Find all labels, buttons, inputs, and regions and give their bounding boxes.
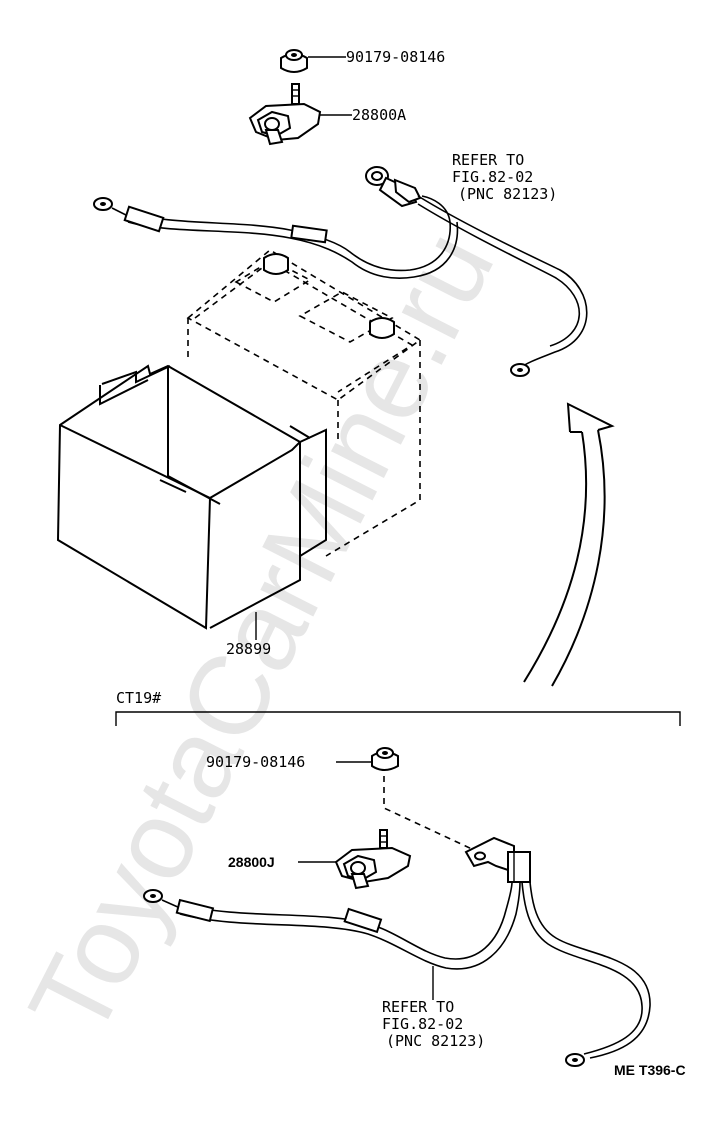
figure-code-label: ME T396-C bbox=[614, 1062, 686, 1078]
nut-part-label: 90179-08146 bbox=[346, 48, 445, 66]
watermark: ToyotaCarMine.ru bbox=[5, 212, 518, 1056]
curved-arrow-icon bbox=[523, 402, 615, 687]
refer-text-bottom-line3: (PNC 82123) bbox=[386, 1032, 485, 1050]
battery-outline bbox=[186, 249, 422, 557]
battery-terminal-icon bbox=[248, 83, 322, 146]
terminal-part-label: 28800A bbox=[352, 106, 406, 124]
refer-text-bottom-line1: REFER TO bbox=[382, 998, 454, 1016]
nut-icon bbox=[371, 747, 399, 771]
battery-post-icon bbox=[263, 253, 395, 339]
refer-text-top-line2: FIG.82-02 bbox=[452, 168, 533, 186]
refer-text-top-line3: (PNC 82123) bbox=[458, 185, 557, 203]
nut-part-label-bottom: 90179-08146 bbox=[206, 753, 305, 771]
nut-icon bbox=[280, 49, 308, 73]
section-bracket bbox=[115, 711, 681, 726]
refer-text-bottom-line2: FIG.82-02 bbox=[382, 1015, 463, 1033]
tray-part-label: 28899 bbox=[226, 640, 271, 658]
battery-cable-bottom bbox=[143, 881, 651, 1067]
battery-tray-icon bbox=[56, 364, 327, 630]
assembly-dashed-line bbox=[383, 776, 475, 851]
refer-text-top-line1: REFER TO bbox=[452, 151, 524, 169]
battery-cable-right bbox=[365, 166, 588, 377]
terminal-part-label-bottom: 28800J bbox=[228, 854, 275, 870]
cable-clamp-icon bbox=[464, 836, 531, 883]
battery-terminal-icon bbox=[334, 829, 412, 890]
variant-code-label: CT19# bbox=[116, 689, 161, 707]
